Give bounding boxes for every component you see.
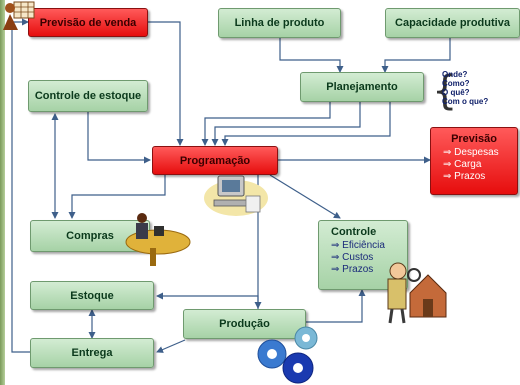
questions-list: Onde? Como? O quê? Com o que? bbox=[442, 70, 488, 106]
node-label: Linha de produto bbox=[234, 17, 325, 29]
computer-clipart bbox=[204, 175, 268, 216]
question-item: Com o que? bbox=[442, 97, 489, 106]
previsao-item: ⇒ Despesas bbox=[443, 147, 499, 158]
node-controle-de-estoque: Controle de estoque bbox=[28, 80, 148, 112]
node-label: Previsão de venda bbox=[39, 16, 137, 29]
desk-worker-clipart bbox=[125, 213, 191, 266]
gears-clipart bbox=[257, 326, 318, 384]
previsao-title: Previsão bbox=[451, 133, 497, 145]
question-item: O quê? bbox=[442, 88, 470, 97]
forecast-person-clipart bbox=[3, 1, 35, 30]
questions-brace: { bbox=[432, 68, 458, 114]
node-previsao-de-venda: Previsão de venda bbox=[28, 8, 148, 37]
left-accent-bar bbox=[0, 0, 5, 385]
previsao-item: ⇒ Prazos bbox=[443, 171, 486, 182]
node-label: Programação bbox=[179, 154, 251, 167]
node-label: Capacidade produtiva bbox=[395, 17, 510, 29]
inspector-house-clipart bbox=[387, 262, 447, 324]
node-label: Estoque bbox=[70, 289, 114, 302]
controle-title: Controle bbox=[331, 226, 377, 238]
question-item: Como? bbox=[442, 79, 470, 88]
node-estoque: Estoque bbox=[30, 281, 154, 310]
node-label: Entrega bbox=[71, 347, 113, 359]
previsao-item: ⇒ Carga bbox=[443, 159, 482, 170]
node-label: Compras bbox=[66, 230, 114, 242]
controle-item: ⇒ Prazos bbox=[331, 264, 374, 275]
node-entrega: Entrega bbox=[30, 338, 154, 368]
controle-item: ⇒ Custos bbox=[331, 252, 374, 263]
node-linha-de-produto: Linha de produto bbox=[218, 8, 341, 38]
node-controle: Controle ⇒ Eficiência ⇒ Custos ⇒ Prazos bbox=[318, 220, 408, 290]
node-previsao: Previsão ⇒ Despesas ⇒ Carga ⇒ Prazos bbox=[430, 127, 518, 195]
node-label: Controle de estoque bbox=[34, 90, 142, 102]
node-label: Produção bbox=[219, 318, 270, 330]
node-planejamento: Planejamento bbox=[300, 72, 424, 102]
question-item: Onde? bbox=[442, 70, 468, 79]
node-capacidade-produtiva: Capacidade produtiva bbox=[385, 8, 520, 38]
node-label: Planejamento bbox=[326, 81, 398, 93]
controle-item: ⇒ Eficiência bbox=[331, 240, 385, 251]
node-programacao: Programação bbox=[152, 146, 278, 175]
node-producao: Produção bbox=[183, 309, 306, 339]
